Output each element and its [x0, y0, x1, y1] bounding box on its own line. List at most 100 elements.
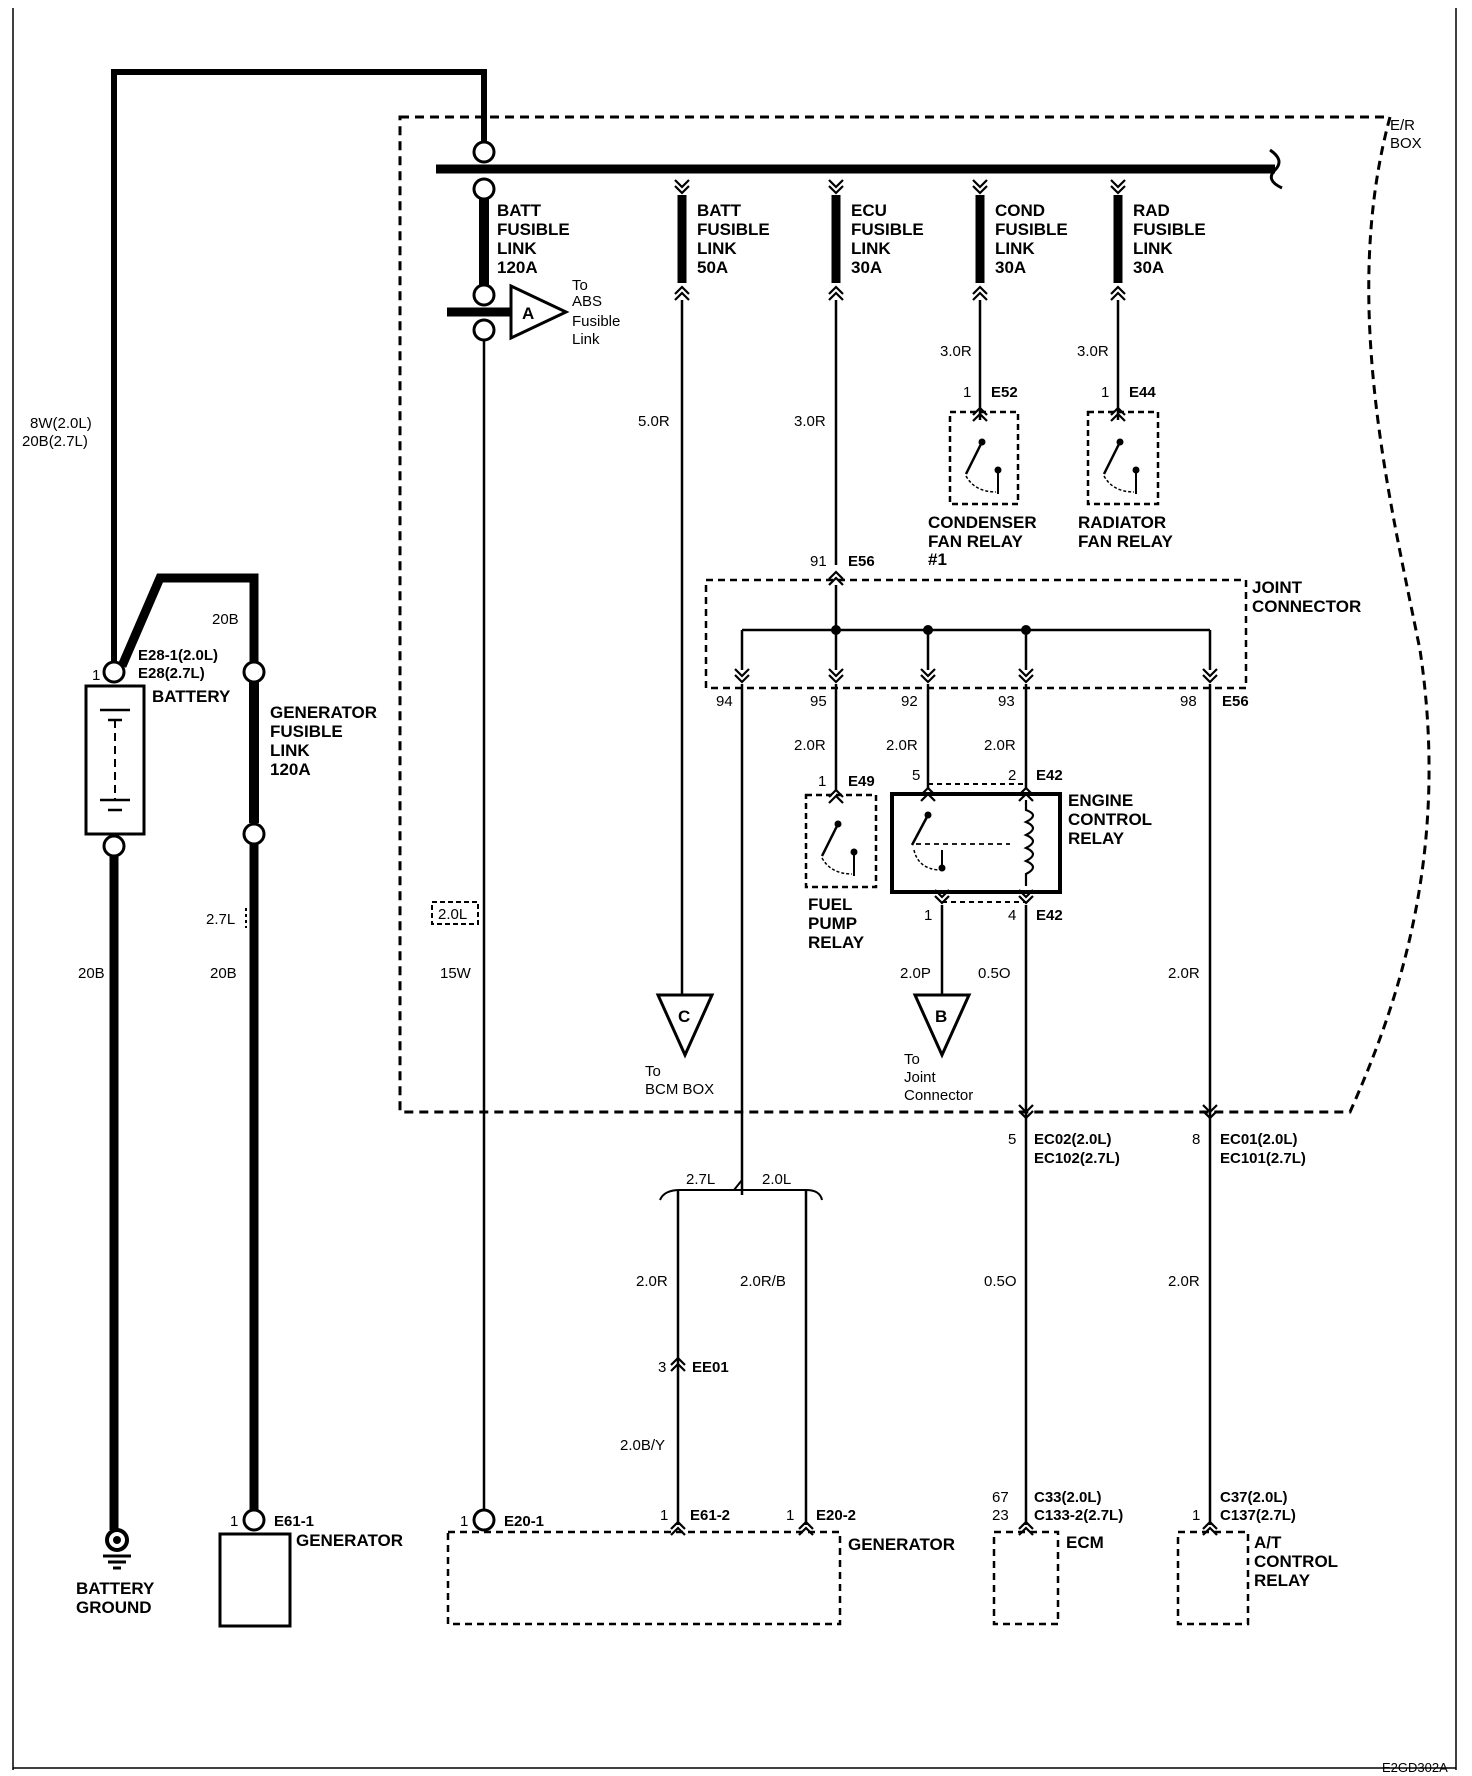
- fuel-relay-label-3: RELAY: [808, 933, 865, 952]
- wire-lower-5: 2.0B/Y: [620, 1437, 665, 1454]
- ec01-line2: EC101(2.7L): [1220, 1150, 1306, 1167]
- ecu-label-2: FUSIBLE: [851, 220, 924, 239]
- abs-ref-4: Link: [572, 331, 600, 348]
- batt-50a-label-1: BATT: [697, 201, 742, 220]
- condenser-relay-label-3: #1: [928, 550, 947, 569]
- bcm-ref-letter: C: [678, 1007, 690, 1026]
- battery-terminal-pos: [102, 660, 126, 684]
- rad-label-3: LINK: [1133, 239, 1173, 258]
- gen-link-label-4: 120A: [270, 760, 311, 779]
- gen-link-label-3: LINK: [270, 741, 310, 760]
- at-relay-label-1: A/T: [1254, 1533, 1282, 1552]
- abs-ref-3: Fusible: [572, 313, 620, 330]
- fuel-relay-label-1: FUEL: [808, 895, 852, 914]
- gen-box-conn3: E20-2: [816, 1507, 856, 1524]
- at-relay-label-2: CONTROL: [1254, 1552, 1338, 1571]
- battery-ground-label-1: BATTERY: [76, 1579, 155, 1598]
- gen-box-pin3: 1: [786, 1507, 794, 1524]
- gen-box-terminal-1: [472, 1508, 496, 1532]
- joint-ref-2: Joint: [904, 1069, 937, 1086]
- batt-120a-label-2: FUSIBLE: [497, 220, 570, 239]
- radiator-relay-label-2: FAN RELAY: [1078, 532, 1173, 551]
- ecr-conn-top: E42: [1036, 767, 1063, 784]
- cond-wire-label: 3.0R: [940, 343, 972, 360]
- battery-feed-wire: [111, 69, 487, 668]
- fuel-relay-wire-label: 2.0R: [794, 737, 826, 754]
- joint-ref-3: Connector: [904, 1087, 973, 1104]
- joint-in-conn: E56: [848, 553, 875, 570]
- ecr-label-3: RELAY: [1068, 829, 1125, 848]
- er-box-title-1: E/R: [1390, 117, 1415, 134]
- ecu-label-3: LINK: [851, 239, 891, 258]
- cond-conn: E52: [991, 384, 1018, 401]
- joint-pin-98: 98: [1180, 693, 1197, 710]
- wire-lower-1: 2.0R: [636, 1273, 668, 1290]
- abs-ref-triangle-icon: [509, 283, 570, 341]
- battery-label: BATTERY: [152, 687, 231, 706]
- rad-conn: E44: [1129, 384, 1156, 401]
- gen-feed-wire-label: 20B: [212, 611, 239, 628]
- batt-50a-label-2: FUSIBLE: [697, 220, 770, 239]
- battery-terminal-neg: [102, 834, 126, 858]
- ecr-wire-b: 2.0R: [984, 737, 1016, 754]
- at-relay-box: [1176, 1530, 1250, 1626]
- bus-break-icon: [1269, 148, 1283, 190]
- bcm-ref-1: To: [645, 1063, 661, 1080]
- battery-conn-2: E28(2.7L): [138, 665, 205, 682]
- joint-label-2: CONNECTOR: [1252, 597, 1361, 616]
- ec02-line2: EC102(2.7L): [1034, 1150, 1120, 1167]
- rad-label-2: FUSIBLE: [1133, 220, 1206, 239]
- split-right: 2.0L: [762, 1171, 791, 1188]
- battery-ground-wire-label: 20B: [78, 965, 105, 982]
- gen-link-variant: 2.7L: [206, 911, 235, 928]
- batt-50a-label-4: 50A: [697, 258, 728, 277]
- joint-ref-triangle-icon: [912, 993, 972, 1059]
- ec01-line1: EC01(2.0L): [1220, 1131, 1298, 1148]
- condenser-relay-label-1: CONDENSER: [928, 513, 1037, 532]
- ecr-conn-bottom: E42: [1036, 907, 1063, 924]
- ecr-pin-c: 1: [924, 907, 932, 924]
- at-relay-pin: 1: [1192, 1507, 1200, 1524]
- battery-feed-wire-label-2: 20B(2.7L): [22, 433, 88, 450]
- joint-ref-letter: B: [935, 1007, 947, 1026]
- gen-box-pin1: 1: [460, 1513, 468, 1530]
- battery-conn-1: E28-1(2.0L): [138, 647, 218, 664]
- generator-left-box: [218, 1532, 292, 1628]
- ecm-conn-1: C33(2.0L): [1034, 1489, 1102, 1506]
- ecm-box: [992, 1530, 1060, 1626]
- engine-control-relay-box: [890, 792, 1062, 894]
- at-relay-label-3: RELAY: [1254, 1571, 1311, 1590]
- at-relay-conn-2: C137(2.7L): [1220, 1507, 1296, 1524]
- er-box-outline: [398, 115, 1431, 1114]
- ecr-wire-a: 2.0R: [886, 737, 918, 754]
- cond-pin: 1: [963, 384, 971, 401]
- wire-lower-3: 0.5O: [984, 1273, 1017, 1290]
- batt-120a-label-1: BATT: [497, 201, 542, 220]
- abs-ref-letter: A: [522, 304, 534, 323]
- ec02-line1: EC02(2.0L): [1034, 1131, 1112, 1148]
- ecr-pin-d: 4: [1008, 907, 1016, 924]
- fuel-relay-label-2: PUMP: [808, 914, 857, 933]
- ecm-label: ECM: [1066, 1533, 1104, 1552]
- at-relay-conn-1: C37(2.0L): [1220, 1489, 1288, 1506]
- variant-2-0l-box: [431, 901, 479, 925]
- gen-box-conn2: E61-2: [690, 1507, 730, 1524]
- wire-lower-2: 2.0R/B: [740, 1273, 786, 1290]
- gen-link-wire: 20B: [210, 965, 237, 982]
- abs-ref-1: To: [572, 277, 588, 294]
- joint-out-conn: E56: [1222, 693, 1249, 710]
- er-box-title-2: BOX: [1390, 135, 1422, 152]
- gen-left-conn: E61-1: [274, 1513, 314, 1530]
- bcm-ref-triangle-icon: [655, 993, 715, 1059]
- fuel-pump-relay-box: [804, 793, 878, 889]
- cond-label-3: LINK: [995, 239, 1035, 258]
- condenser-relay-box: [948, 410, 1020, 506]
- variant-2-0l: 2.0L: [438, 906, 467, 923]
- variant-split: [659, 1189, 823, 1201]
- wire-2-0p-label: 2.0P: [900, 965, 931, 982]
- gen-box-label: GENERATOR: [848, 1535, 955, 1554]
- joint-label-1: JOINT: [1252, 578, 1303, 597]
- rad-pin: 1: [1101, 384, 1109, 401]
